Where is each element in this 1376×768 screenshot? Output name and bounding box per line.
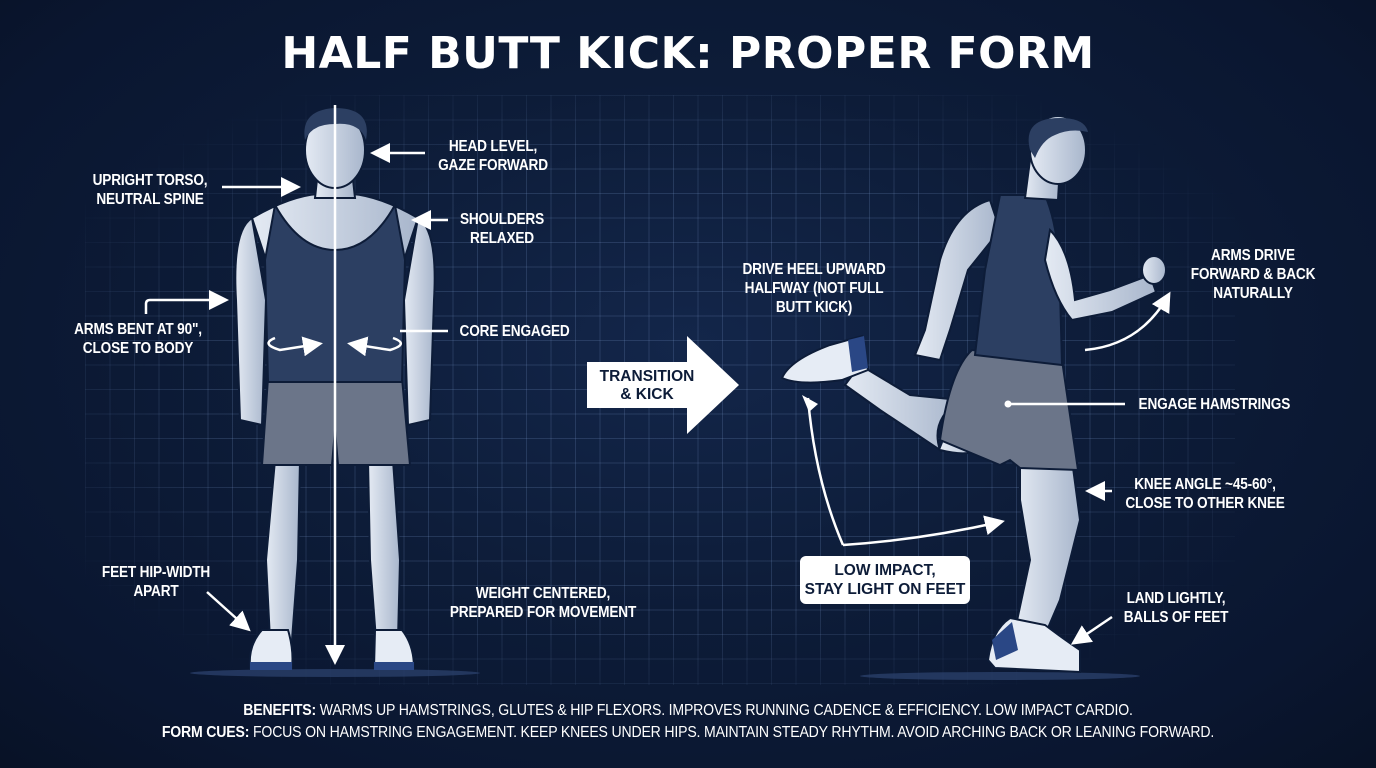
label-engage-hamstrings: ENGAGE HAMSTRINGS [1138,396,1291,413]
low-impact-callout: LOW IMPACT, STAY LIGHT ON FEET [800,556,970,604]
label-knee-angle: KNEE ANGLE ~45-60°,CLOSE TO OTHER KNEE [1125,476,1285,512]
land-arrow-icon [1070,615,1113,645]
page-title: HALF BUTT KICK: PROPER FORM [281,28,1095,79]
label-head-level: HEAD LEVEL,GAZE FORWARD [438,138,548,174]
standing-figure-icon [234,108,436,670]
ground-shadow-running [860,672,1140,680]
label-upright-torso: UPRIGHT TORSO,NEUTRAL SPINE [92,172,208,208]
transition-label: TRANSITION & KICK [599,368,695,403]
footer-form-cues: FORM CUES: FOCUS ON HAMSTRING ENGAGEMENT… [161,724,1215,741]
leg-swing-arrow-icon [842,515,1005,547]
arm-swing-arrow-icon [1084,291,1171,352]
ground-shadow-standing [190,669,480,677]
footer-notes: BENEFITS: WARMS UP HAMSTRINGS, GLUTES & … [0,700,1376,744]
label-land-lightly: LAND LIGHTLY,BALLS OF FEET [1123,590,1229,626]
heel-arc-arrow-icon [806,397,845,546]
footer-benefits: BENEFITS: WARMS UP HAMSTRINGS, GLUTES & … [243,702,1133,719]
transition-arrow-icon [587,336,739,434]
label-weight-centered: WEIGHT CENTERED,PREPARED FOR MOVEMENT [449,585,637,621]
arms-arrow-icon [144,290,229,314]
label-arms-bent: ARMS BENT AT 90",CLOSE TO BODY [74,321,202,357]
label-core-engaged: CORE ENGAGED [459,323,570,340]
feet-arrow-icon [206,591,251,632]
